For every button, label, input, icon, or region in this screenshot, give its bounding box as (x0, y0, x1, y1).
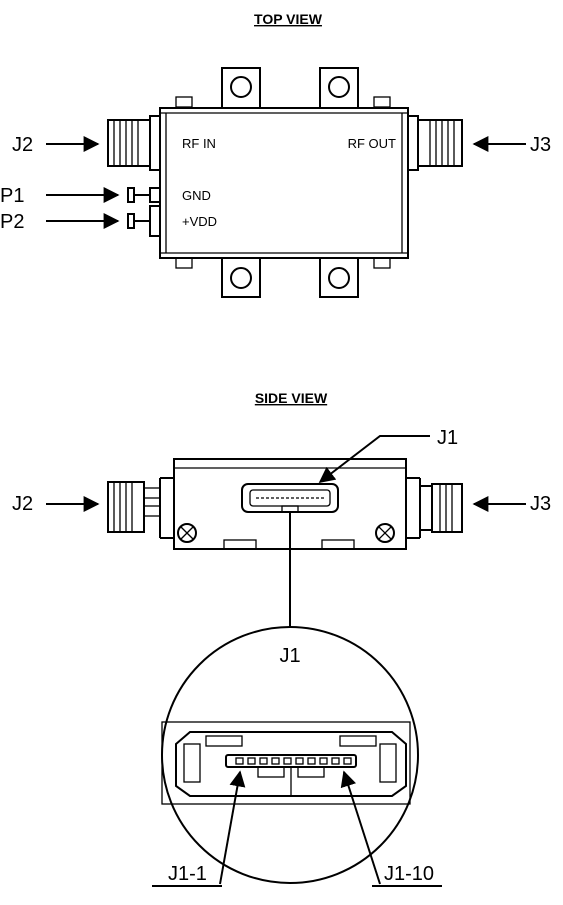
vdd-label: +VDD (182, 214, 217, 229)
j1-callout-arrow (318, 435, 430, 483)
sma-connector-j3-top (407, 115, 463, 171)
side-view-title: SIDE VIEW (255, 390, 328, 406)
j2-top-label: J2 (12, 134, 33, 156)
pin-p1 (127, 187, 161, 203)
p2-label: P2 (0, 211, 24, 233)
j3-side-label: J3 (530, 493, 551, 515)
j1-connector-side (241, 483, 339, 513)
pin10-arrow (340, 770, 381, 885)
j1-detail-label: J1 (279, 645, 300, 667)
top-view-title: TOP VIEW (254, 11, 323, 27)
mounting-tab-top-left (221, 67, 261, 111)
sma-connector-j2-side (107, 481, 161, 533)
pin1-arrow (219, 770, 246, 885)
j1-pin-row (235, 757, 352, 765)
gnd-label: GND (182, 188, 211, 203)
screw-left (177, 523, 197, 543)
rf-out-label: RF OUT (348, 136, 396, 151)
j1-callout-label: J1 (437, 427, 458, 449)
top-view-module (107, 67, 463, 298)
screw-right (375, 523, 395, 543)
mounting-tab-top-right (319, 67, 359, 111)
j3-top-label: J3 (530, 134, 551, 156)
side-view-module (107, 458, 463, 550)
pin1-label: J1-1 (168, 863, 207, 885)
sma-connector-j2-top (107, 115, 161, 171)
mounting-tab-bottom-right (319, 254, 359, 298)
pin10-label: J1-10 (384, 863, 434, 885)
sma-connector-j3-side (419, 483, 463, 533)
mounting-tab-bottom-left (221, 254, 261, 298)
j1-detail-connector (161, 721, 411, 805)
rf-in-label: RF IN (182, 136, 216, 151)
j2-side-label: J2 (12, 493, 33, 515)
pin-p2 (127, 205, 161, 237)
housing-body (159, 107, 409, 259)
p1-label: P1 (0, 185, 24, 207)
